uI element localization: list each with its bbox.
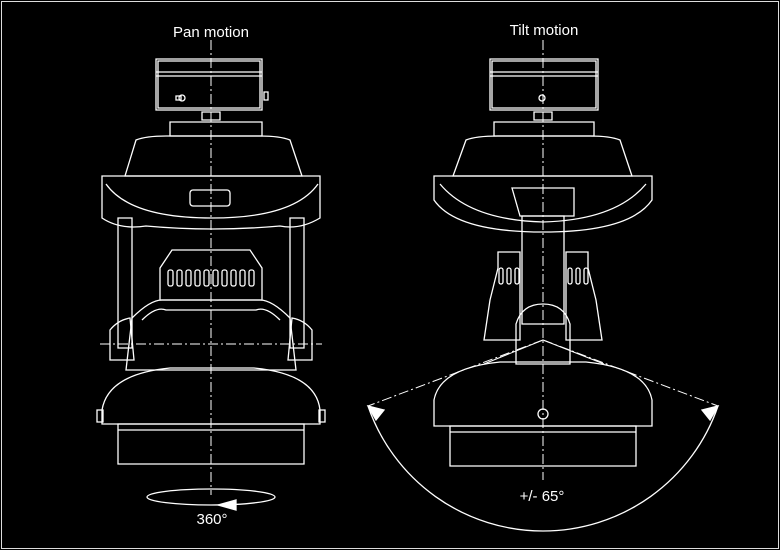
pan-arm-right [290,218,304,348]
pan-base-top [102,368,320,424]
pan-rotation-ellipse [147,489,275,505]
pan-yoke [126,300,296,370]
pan-arm-joint-right [288,318,312,360]
pan-arm-left [118,218,132,348]
tilt-bowl [434,176,652,232]
pan-bowl-curve [106,184,318,218]
pan-neck [170,122,262,136]
tilt-motion-title: Tilt motion [509,22,579,39]
tilt-upper-dome [453,136,632,176]
pan-badge [190,190,230,206]
tilt-view [368,40,718,531]
pan-knob-left [97,410,103,422]
tilt-arm-head [512,188,574,216]
pan-rotation-arrow-icon [218,500,236,510]
tilt-top-mount [490,59,598,110]
tilt-arrow-left-icon [368,406,384,420]
pan-angle-label: 360° [196,511,228,528]
tilt-angle-label: +/- 65° [519,488,565,505]
screw-icon [179,95,185,101]
pan-top-mount [156,59,268,110]
tilt-vent-left [484,252,520,340]
tilt-pivot [516,304,570,364]
screw-icon [539,95,545,101]
pan-arm-joint-left [110,318,134,360]
tilt-base-top [434,362,652,426]
pan-knob-right [319,410,325,422]
pan-upper-dome [125,136,302,176]
tilt-vent-right [566,252,602,340]
tilt-vents [499,268,588,284]
tilt-neck [494,122,594,136]
pan-vents [168,270,254,286]
pan-motion-title: Pan motion [173,24,249,41]
tilt-arrow-right-icon [702,406,718,420]
tilt-range-arc [368,406,718,531]
pan-view [97,40,325,510]
